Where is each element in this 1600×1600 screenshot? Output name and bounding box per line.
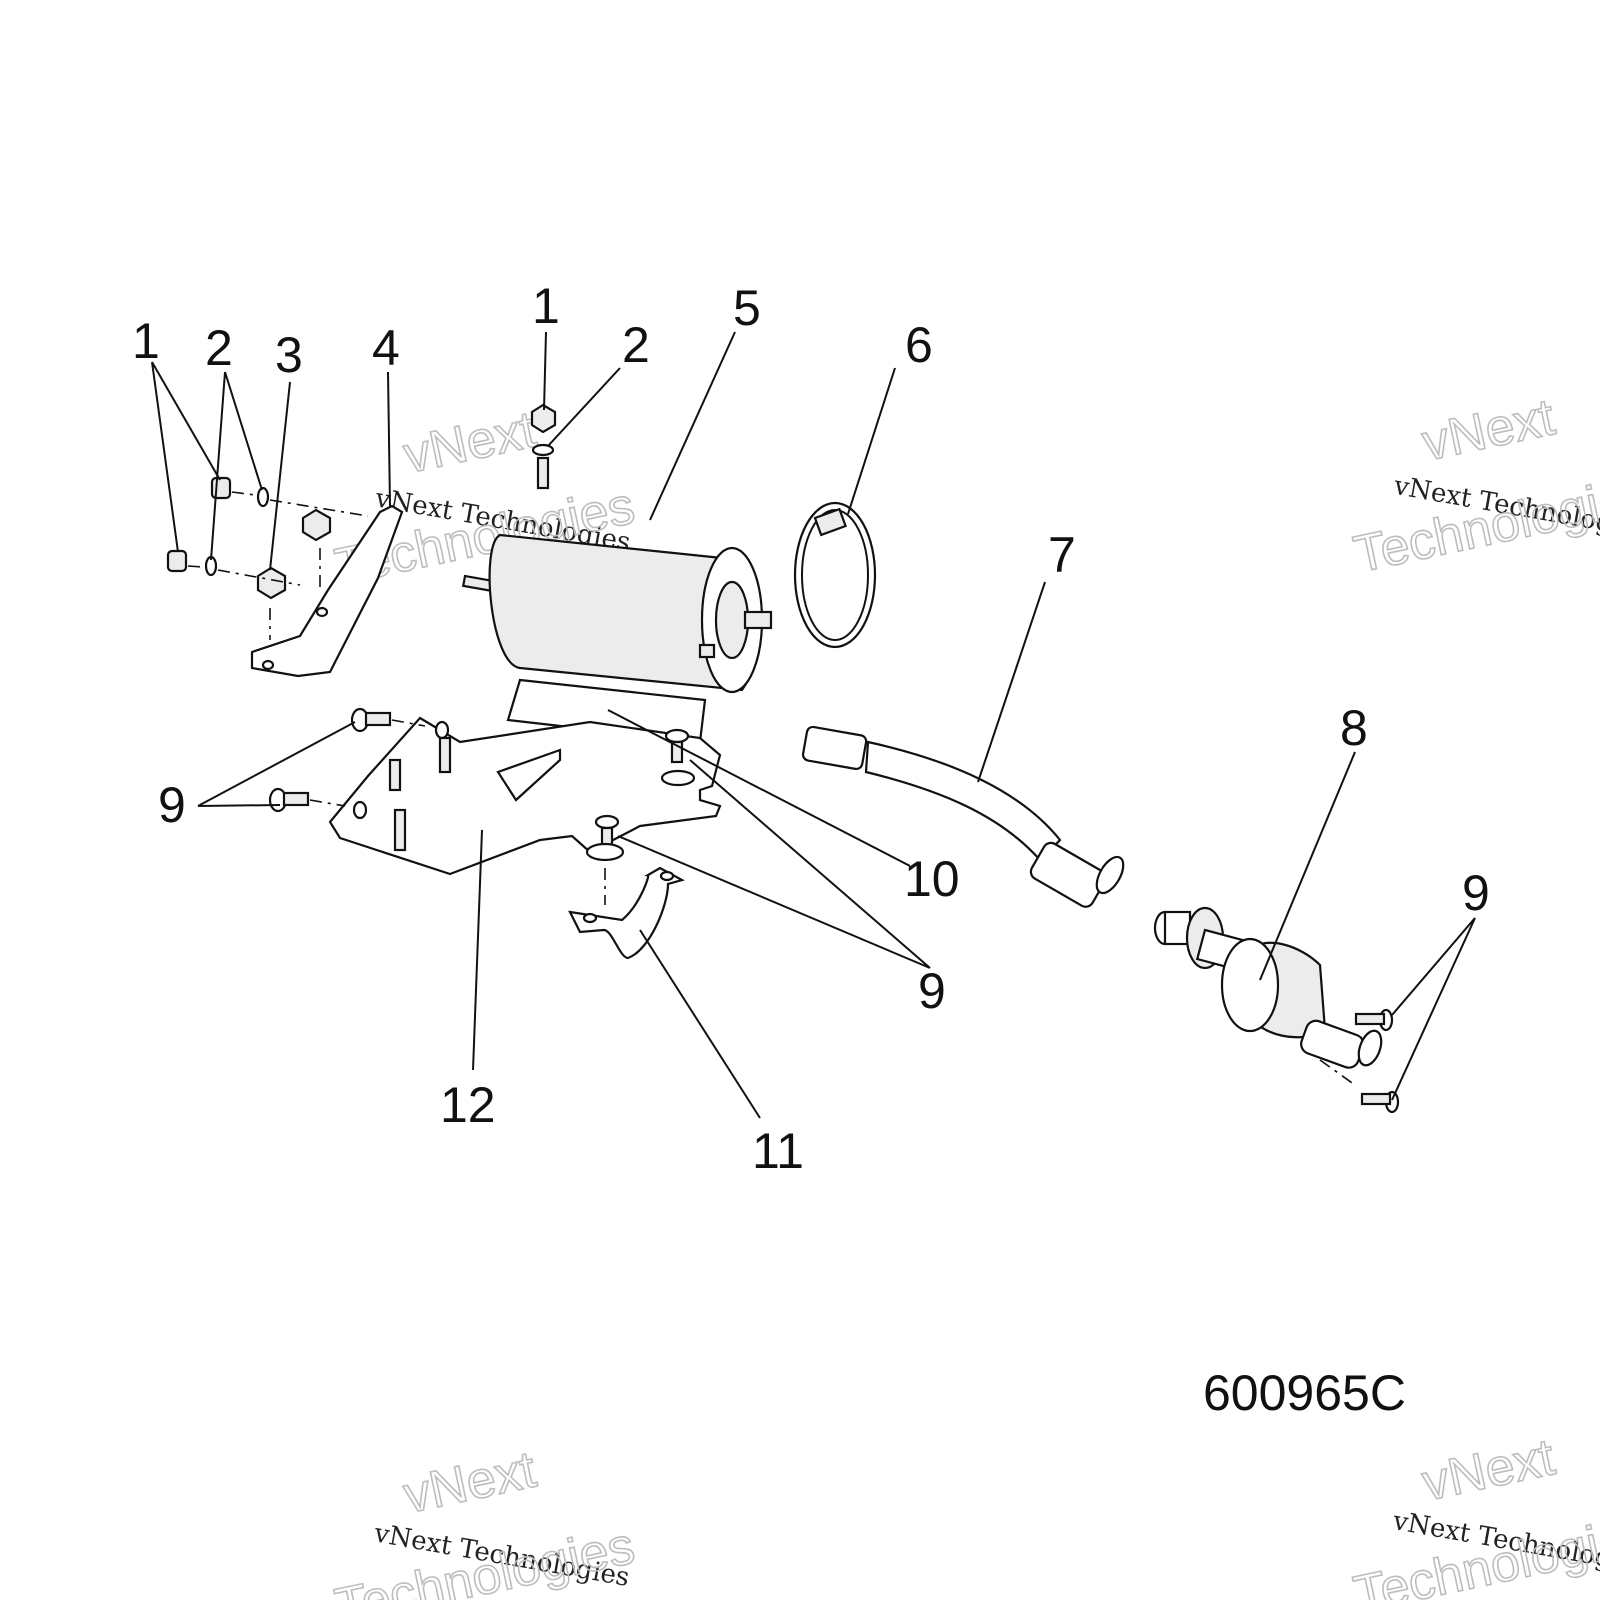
callout-11: 11 [752,1123,804,1179]
washer-top [531,443,555,457]
callout-3: 3 [275,327,303,383]
nut-upper [210,476,232,500]
callout-12: 12 [440,1077,496,1133]
callout-10: 10 [904,851,960,907]
top-hardware [530,403,557,490]
washer-upper [256,486,270,508]
svg-text:vNext: vNext [399,1441,542,1525]
callout-8: 8 [1340,700,1368,756]
callout-7: 7 [1048,527,1076,583]
callout-9-middle: 9 [918,963,946,1019]
callout-9-right: 9 [1462,865,1490,921]
callout-2-left: 2 [205,320,233,376]
callout-6: 6 [905,317,933,373]
watermark-top-right: vNext vNext Technologies Technologies [1348,387,1600,585]
nut-lower [166,549,188,573]
stud-top [536,456,550,490]
left-hardware [166,476,404,678]
flange-nut-upper [301,508,332,542]
callout-1-left: 1 [132,313,160,369]
callouts: 1 2 3 4 1 2 5 6 7 8 9 9 9 10 11 12 [132,278,1490,1179]
callout-4: 4 [372,320,400,376]
hose-clamp [793,501,877,649]
svg-text:vNext: vNext [399,401,542,485]
mount-bracket [328,716,722,876]
boot-tube [801,725,1125,908]
leader-lines [151,331,1476,1119]
flange-nut-lower [256,566,287,600]
callout-1-top: 1 [532,278,560,334]
callout-5: 5 [733,280,761,336]
diagram-reference-code: 600965C [1203,1365,1406,1421]
callout-9-left: 9 [158,777,186,833]
svg-text:Technologies: Technologies [1349,464,1600,584]
strap [568,866,685,960]
starter-motor [461,533,773,694]
starter-drive [1153,906,1400,1114]
svg-text:Technologies: Technologies [1349,1504,1600,1600]
callout-2-top: 2 [622,317,650,373]
watermark-bottom-right: vNext vNext Technologies Technologies [1348,1427,1600,1600]
nut-top [530,403,557,434]
bracket-4 [250,504,404,678]
watermark-bottom-left: vNext vNext Technologies Technologies [330,1440,641,1600]
svg-text:vNext: vNext [1417,388,1560,472]
svg-text:vNext: vNext [1417,1428,1560,1512]
